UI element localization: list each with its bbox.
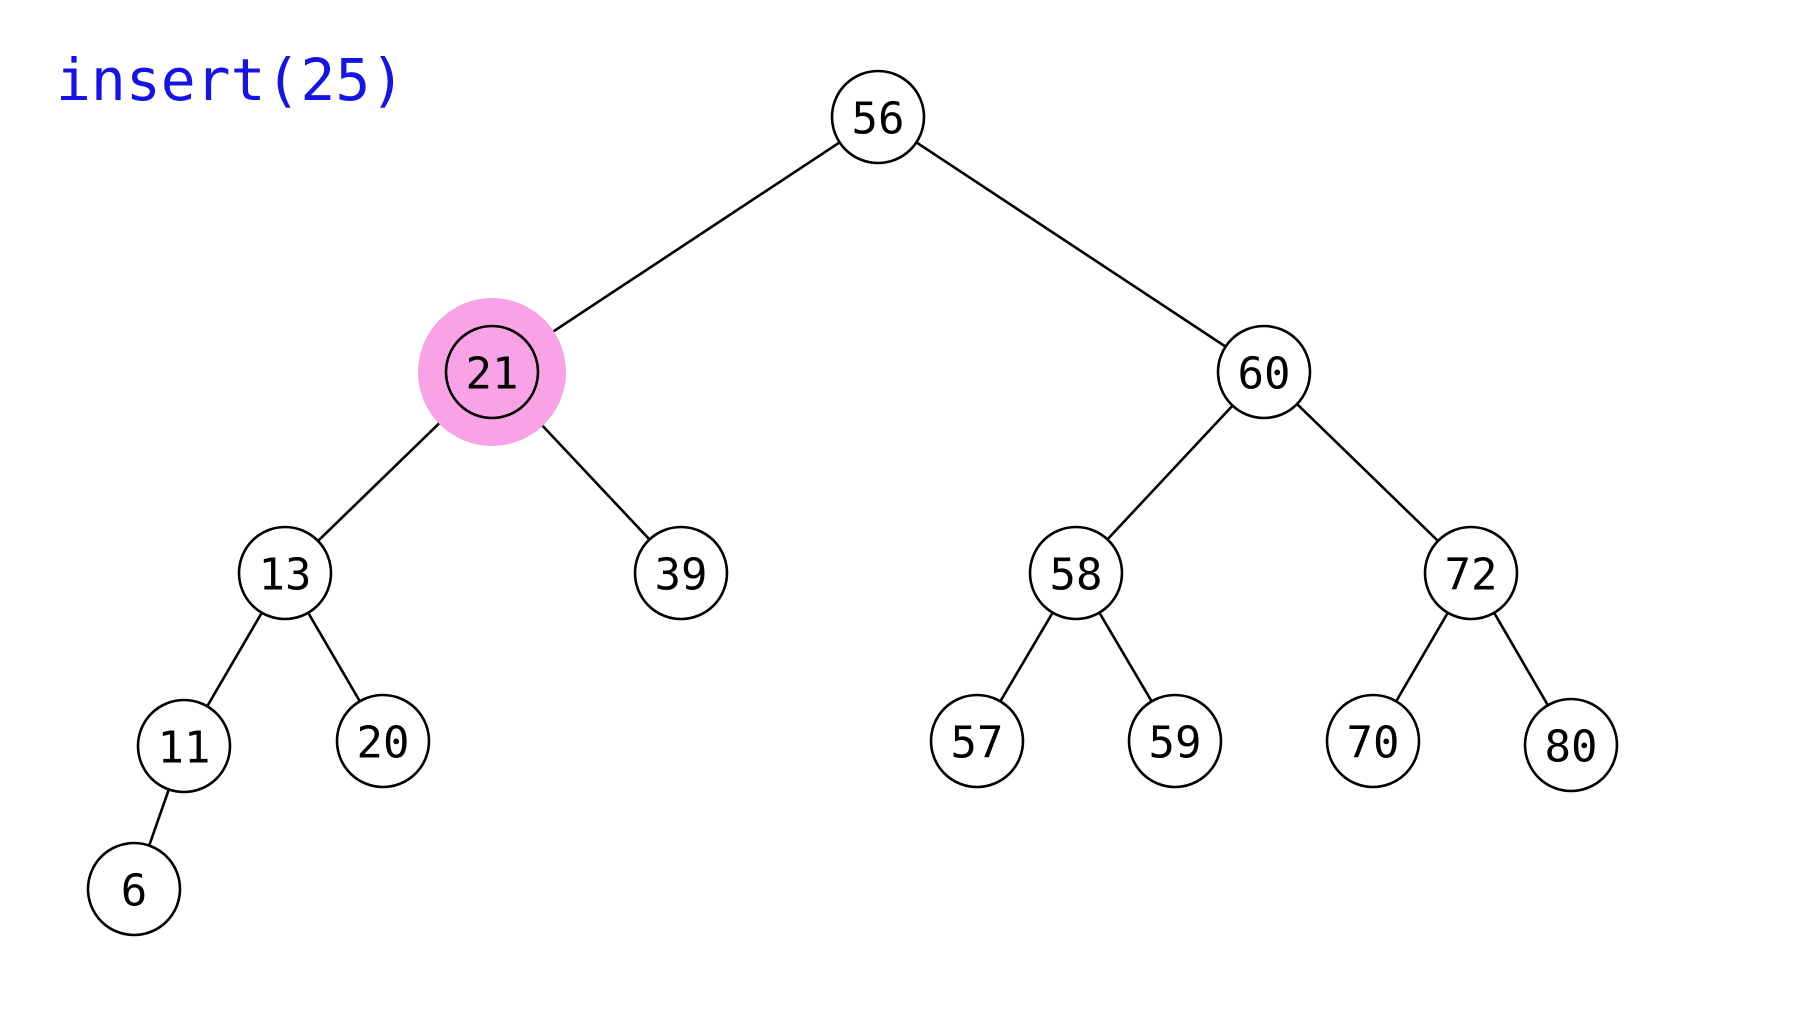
node-circle-56 [830,69,926,165]
tree-node-72: 72 [1423,525,1519,621]
tree-node-59: 59 [1127,693,1223,789]
node-circle-21 [444,324,540,420]
node-label-6: 6 [121,866,148,917]
node-circle-20 [335,693,431,789]
node-circle-70 [1325,693,1421,789]
operation-label: insert(25) [56,46,405,114]
tree-node-6: 6 [86,841,182,937]
node-label-57: 57 [951,718,1004,769]
node-label-39: 39 [655,550,708,601]
node-circle-60 [1216,324,1312,420]
node-circle-59 [1127,693,1223,789]
node-label-58: 58 [1050,550,1103,601]
tree-node-21: 21 [444,324,540,420]
node-label-59: 59 [1149,718,1202,769]
node-label-13: 13 [259,550,312,601]
tree-node-57: 57 [929,693,1025,789]
node-label-72: 72 [1445,550,1498,601]
node-label-21: 21 [466,349,519,400]
node-label-70: 70 [1347,718,1400,769]
tree-node-60: 60 [1216,324,1312,420]
node-circle-57 [929,693,1025,789]
node-label-80: 80 [1545,722,1598,773]
tree-node-80: 80 [1523,697,1619,793]
tree-node-39: 39 [633,525,729,621]
tree-node-20: 20 [335,693,431,789]
node-circle-11 [136,698,232,794]
node-label-60: 60 [1238,349,1291,400]
node-circle-6 [86,841,182,937]
edge-60-72 [1262,370,1473,575]
node-circle-80 [1523,697,1619,793]
node-label-11: 11 [158,723,211,774]
node-label-56: 56 [852,94,905,145]
node-circle-72 [1423,525,1519,621]
tree-node-11: 11 [136,698,232,794]
edge-56-60 [876,115,1266,374]
edge-56-21 [490,115,880,374]
tree-node-70: 70 [1325,693,1421,789]
node-label-20: 20 [357,718,410,769]
nodes-layer: 56 21 60 13 39 58 72 11 20 57 59 70 80 6 [86,69,1619,937]
tree-node-56: 56 [830,69,926,165]
node-circle-58 [1028,525,1124,621]
tree-node-58: 58 [1028,525,1124,621]
tree-node-13: 13 [237,525,333,621]
node-circle-13 [237,525,333,621]
node-circle-39 [633,525,729,621]
